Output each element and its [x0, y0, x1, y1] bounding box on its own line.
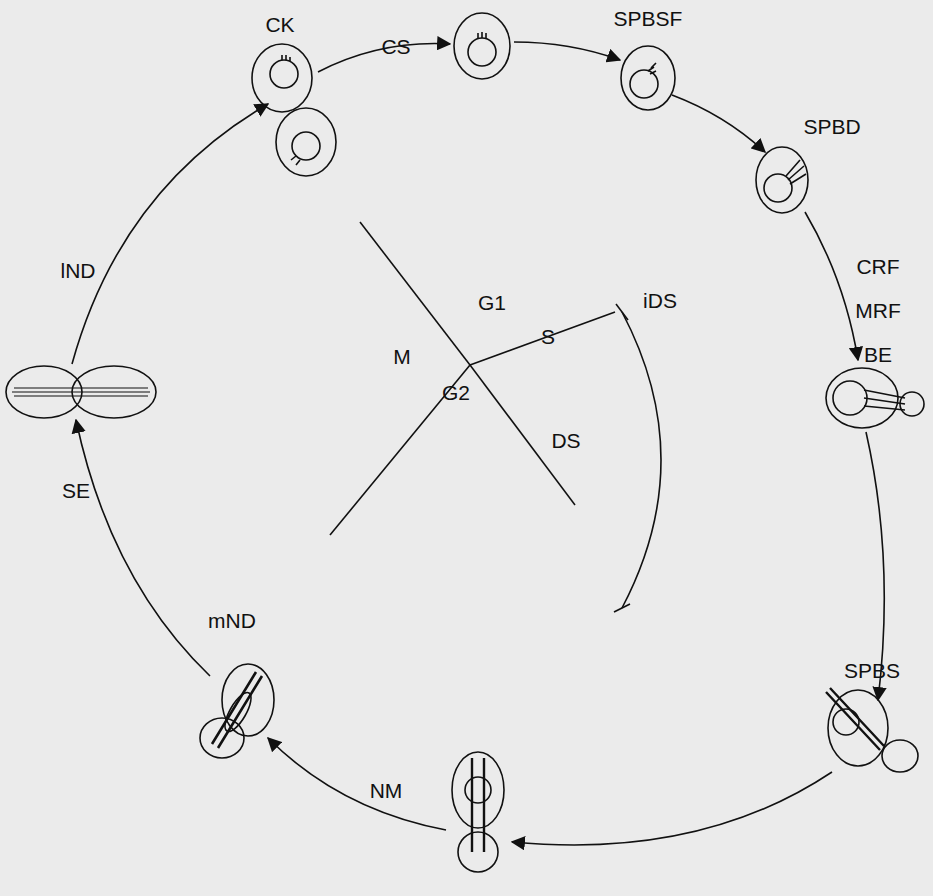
stage-label: CS	[381, 36, 410, 57]
stage-label: S	[541, 326, 555, 347]
stage-label: G1	[478, 292, 506, 313]
stage-label: BE	[864, 344, 892, 365]
stage-label: MRF	[855, 300, 901, 321]
stage-label: mND	[208, 610, 256, 631]
stage-label: SPBD	[803, 116, 860, 137]
stage-label: SPBS	[844, 660, 900, 681]
stage-label: SPBSF	[614, 8, 683, 29]
stage-label: iDS	[643, 290, 677, 311]
stage-label: lND	[61, 260, 96, 281]
stage-label: CK	[265, 14, 294, 35]
stage-label: SE	[62, 480, 90, 501]
stage-label: G2	[442, 382, 470, 403]
stage-label: NM	[370, 780, 403, 801]
stage-label: M	[393, 346, 411, 367]
stage-label: CRF	[856, 256, 899, 277]
stage-label: DS	[551, 430, 580, 451]
